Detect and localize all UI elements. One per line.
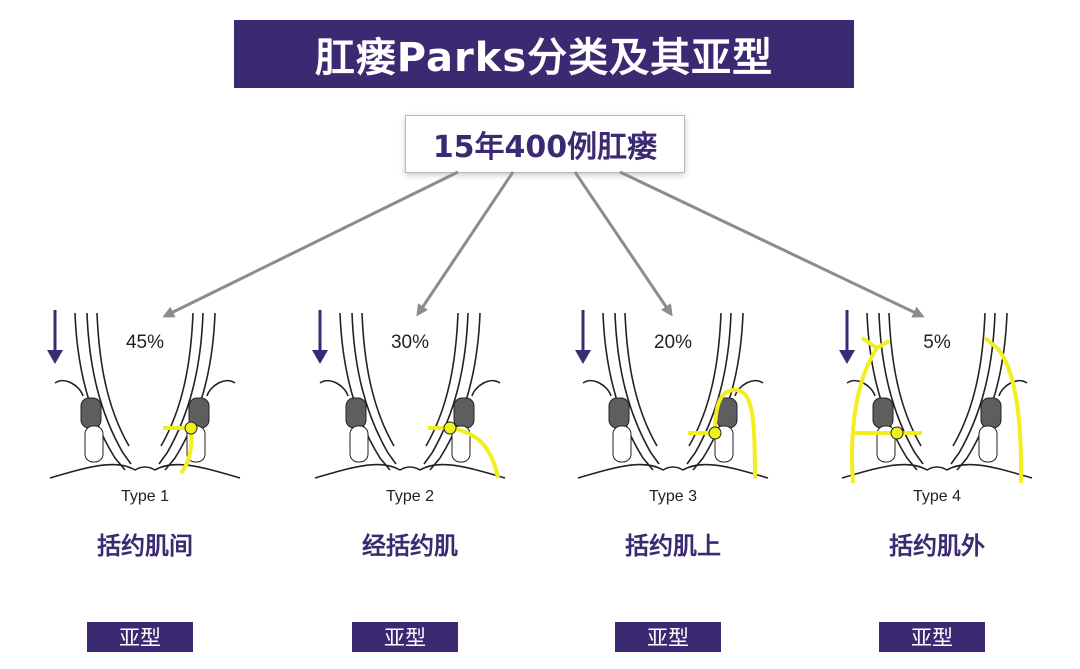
type1-down-arrow: [47, 310, 63, 364]
type2-category: 经括约肌: [362, 532, 458, 560]
type4-percent: 5%: [923, 332, 951, 353]
root-node: 15年400例肛瘘: [405, 115, 685, 173]
type4-down-arrow: [839, 310, 855, 364]
type4-category: 括约肌外: [889, 532, 985, 560]
type3-anatomy-diagram: [577, 312, 769, 479]
title-banner: 肛瘘Parks分类及其亚型: [234, 20, 854, 88]
type2-label: Type 2: [385, 488, 435, 505]
type4-label: Type 4: [912, 488, 962, 505]
type1-anatomy-diagram: [49, 312, 241, 479]
type4-anatomy-diagram: [841, 312, 1033, 484]
type2-anatomy-diagram: [314, 312, 506, 479]
page-title: 肛瘘Parks分类及其亚型: [314, 35, 774, 81]
type3-label: Type 3: [648, 488, 698, 505]
type3-down-arrow: [575, 310, 591, 364]
type1-label: Type 1: [120, 488, 170, 505]
type1-percent: 45%: [125, 332, 165, 353]
arrow-to-type3: [573, 171, 673, 317]
type2-subtype-box: 亚型: [352, 622, 458, 652]
type3-subtype-box: 亚型: [615, 622, 721, 652]
type3-percent: 20%: [653, 332, 693, 353]
arrow-to-type4: [619, 170, 925, 318]
root-node-label: 15年400例肛瘘: [432, 130, 658, 165]
arrow-to-type1: [162, 170, 459, 318]
type2-percent: 30%: [390, 332, 430, 353]
type2-down-arrow: [312, 310, 328, 364]
type3-category: 括约肌上: [625, 532, 721, 560]
type1-subtype-box: 亚型: [87, 622, 193, 652]
type1-category: 括约肌间: [97, 532, 193, 560]
type4-subtype-box: 亚型: [879, 622, 985, 652]
arrow-to-type2: [416, 171, 515, 317]
